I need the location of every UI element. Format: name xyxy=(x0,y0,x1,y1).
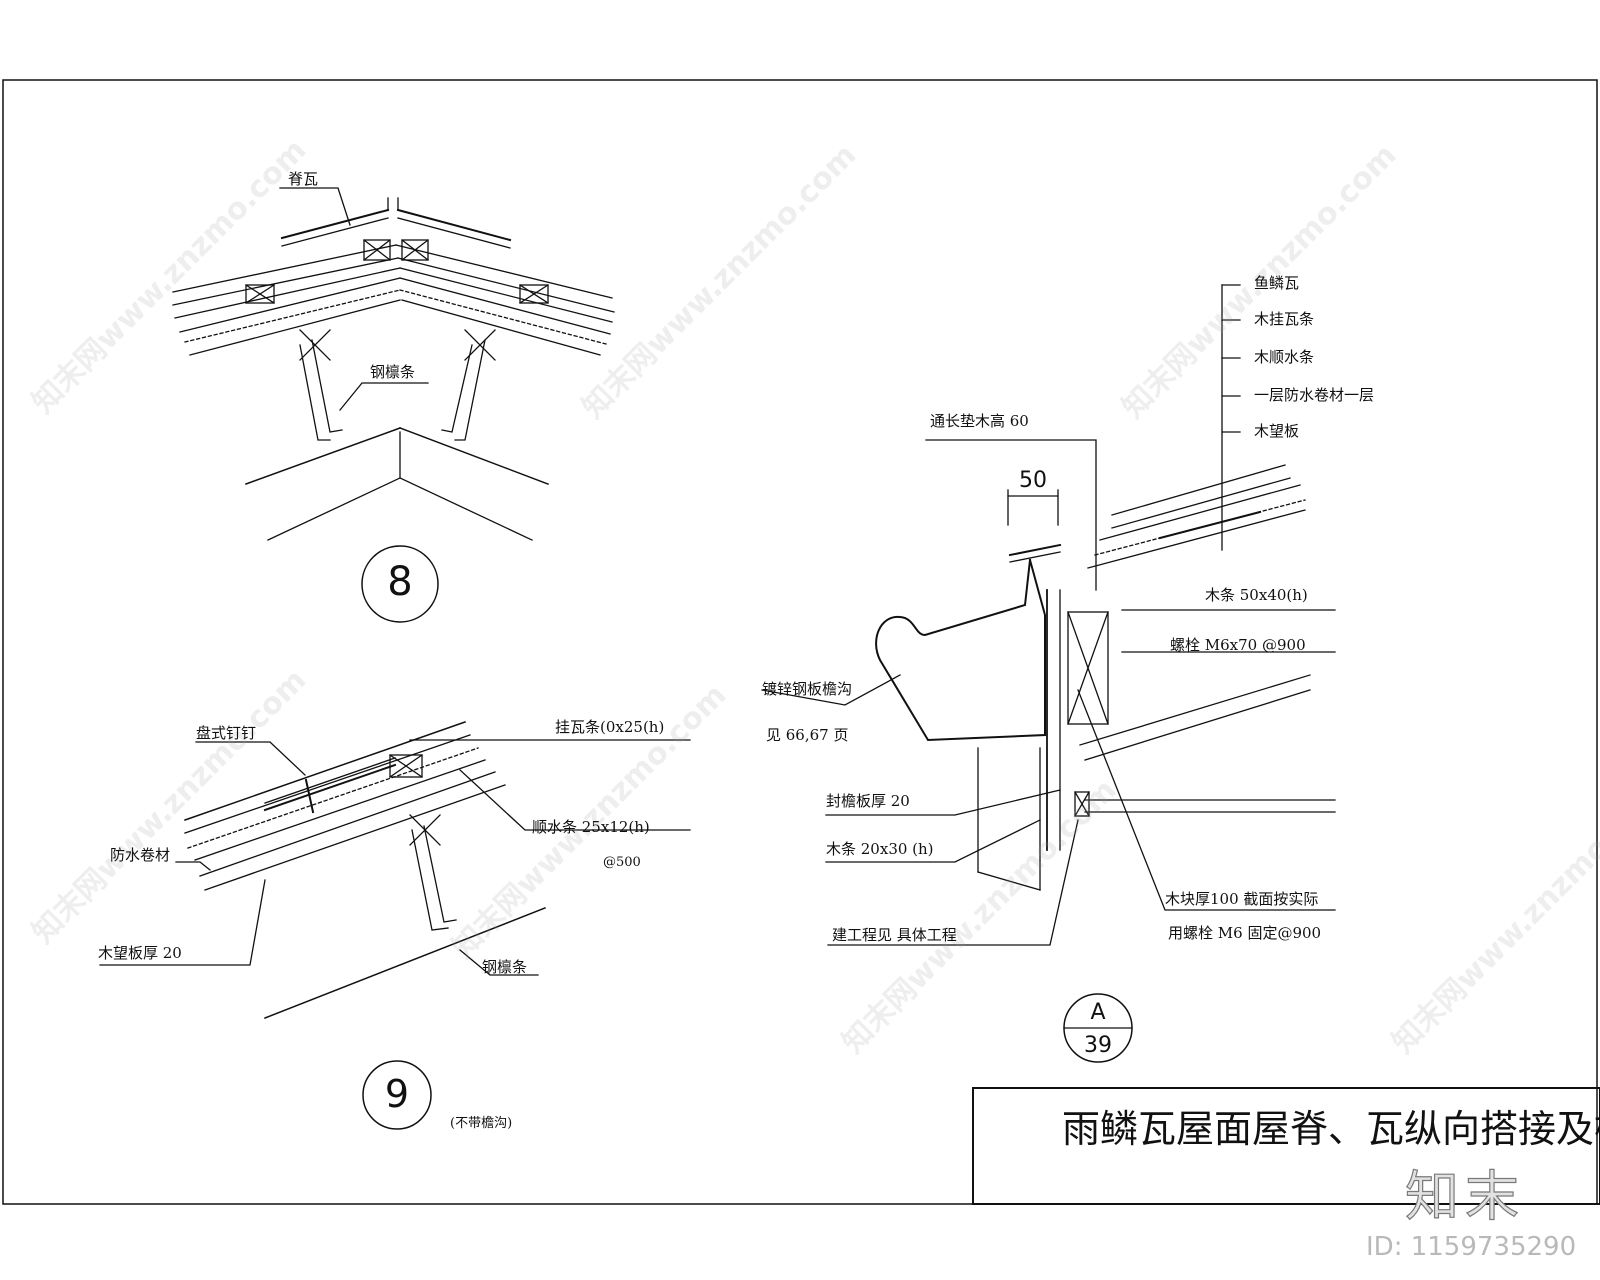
label-steel-purlin-8: 钢檩条 xyxy=(370,363,416,381)
label-steel-purlin-9: 钢檩条 xyxy=(482,958,528,976)
detail-8-bubble xyxy=(361,545,439,623)
drawing-title: 雨鳞瓦屋面屋脊、瓦纵向搭接及檐口 xyxy=(1062,1107,1600,1151)
label-bolt-fix: 用螺栓 M6 固定@900 xyxy=(1168,924,1322,942)
label-spacing: @500 xyxy=(603,855,641,870)
label-wood-board: 木望板厚 20 xyxy=(98,944,182,962)
label-finish: 建工程见 具体工程 xyxy=(832,926,957,944)
label-roof-board: 木望板 xyxy=(1254,422,1300,440)
image-id: ID: 1159735290 xyxy=(1366,1232,1577,1262)
title-block-frame xyxy=(972,1087,1600,1205)
detail-9-bubble xyxy=(362,1060,432,1130)
detail-9-note: (不带檐沟) xyxy=(450,1116,513,1131)
detail-a-sheet-number: 39 xyxy=(1084,1033,1112,1058)
label-fascia: 封檐板厚 20 xyxy=(826,792,910,810)
detail-a-eave xyxy=(761,284,1336,1063)
detail-a-letter: A xyxy=(1090,1000,1106,1025)
label-counter-batten-a: 木顺水条 xyxy=(1254,348,1315,366)
label-tile-batten: 挂瓦条(0x25(h) xyxy=(555,718,665,736)
label-pad-height: 通长垫木高 60 xyxy=(930,412,1029,430)
label-wood-strip-50x40: 木条 50x40(h) xyxy=(1205,586,1308,604)
detail-8-number: 8 xyxy=(387,559,413,605)
label-block: 木块厚100 截面按实际 xyxy=(1165,890,1319,908)
label-gutter-ref: 见 66,67 页 xyxy=(766,726,849,744)
label-ridge-tile: 脊瓦 xyxy=(288,170,319,188)
label-gutter: 镀锌钢板檐沟 xyxy=(762,680,853,698)
detail-8-ridge xyxy=(172,187,615,623)
detail-9-lap xyxy=(99,721,691,1130)
label-nail: 盘式钉钉 xyxy=(196,724,257,742)
label-membrane: 一层防水卷材一层 xyxy=(1254,386,1375,404)
znzmo-logo: 知末 xyxy=(1404,1164,1525,1228)
label-batten: 木挂瓦条 xyxy=(1254,310,1315,328)
label-bolt-m6x70: 螺栓 M6x70 @900 xyxy=(1170,636,1306,654)
detail-9-number: 9 xyxy=(384,1072,410,1116)
label-wood-strip-20x30: 木条 20x30 (h) xyxy=(826,840,934,858)
label-fish-scale-tile: 鱼鳞瓦 xyxy=(1254,274,1300,292)
label-waterproof: 防水卷材 xyxy=(110,846,171,864)
label-counter-batten-9: 顺水条 25x12(h) xyxy=(532,818,650,836)
dimension-50: 50 xyxy=(1019,468,1047,493)
sheet-border xyxy=(2,79,1598,1205)
